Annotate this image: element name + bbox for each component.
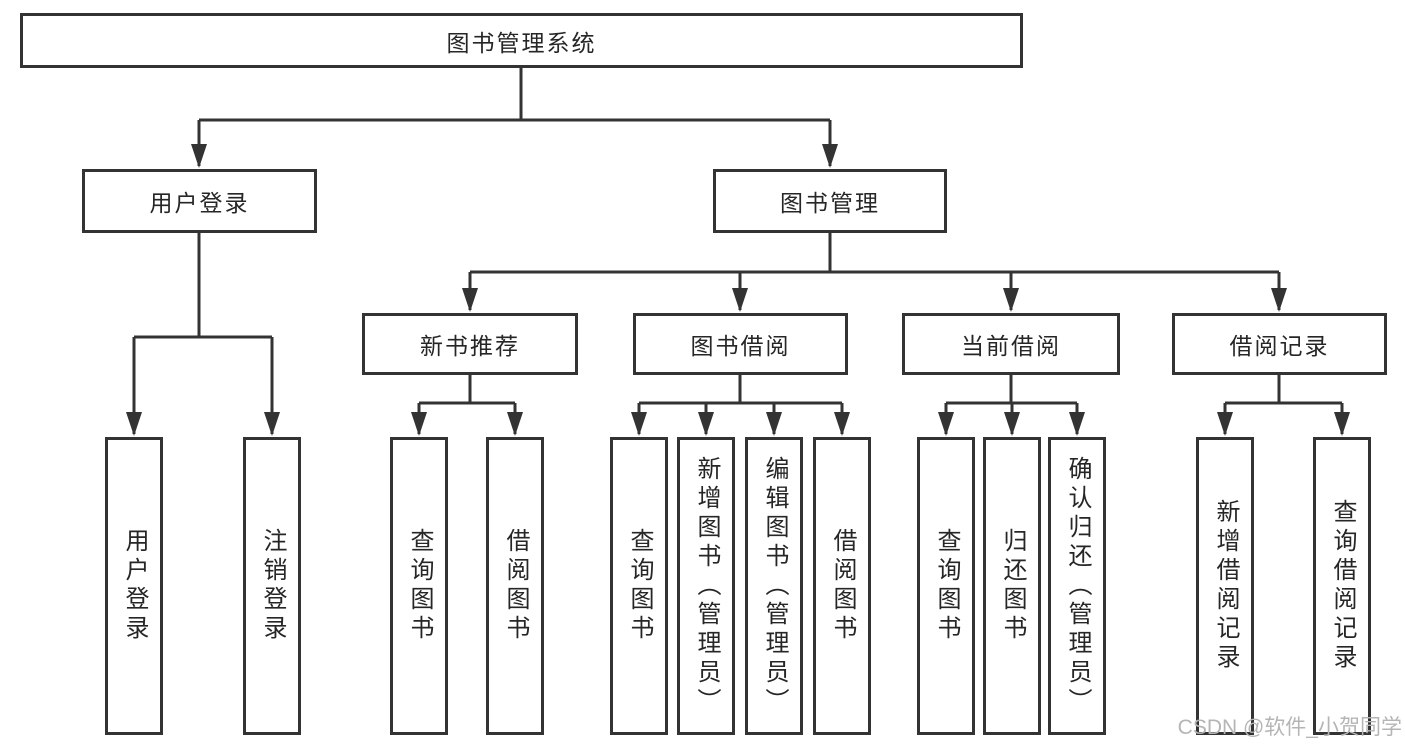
node-book-borrowing: 图书借阅 xyxy=(633,313,848,375)
leaf-query-books-recommend-label: 查询图书 xyxy=(406,528,433,644)
node-new-book-recommend-label: 新书推荐 xyxy=(420,333,520,359)
csdn-watermark: CSDN @软件_小贺同学 xyxy=(1177,716,1402,739)
node-root: 图书管理系统 xyxy=(20,13,1023,68)
leaf-borrow-books-recommend: 借阅图书 xyxy=(486,437,544,735)
leaf-add-books-admin-label: 新增图书（管理员） xyxy=(693,455,720,717)
leaf-logout-login-label: 注销登录 xyxy=(259,528,286,644)
node-user-login: 用户登录 xyxy=(82,169,317,233)
leaf-query-books-current: 查询图书 xyxy=(917,437,975,735)
leaf-user-login-label: 用户登录 xyxy=(121,528,148,644)
leaf-borrow-books-recommend-label: 借阅图书 xyxy=(502,528,529,644)
node-new-book-recommend: 新书推荐 xyxy=(362,313,578,375)
leaf-query-borrow-record-label: 查询借阅记录 xyxy=(1329,499,1356,673)
leaf-borrow-books-borrowing-label: 借阅图书 xyxy=(829,528,856,644)
node-root-label: 图书管理系统 xyxy=(446,29,597,56)
leaf-query-books-current-label: 查询图书 xyxy=(933,528,960,644)
node-user-login-label: 用户登录 xyxy=(149,190,250,216)
leaf-logout-login: 注销登录 xyxy=(243,437,301,735)
leaf-confirm-return-admin: 确认归还（管理员） xyxy=(1048,437,1106,735)
node-book-management: 图书管理 xyxy=(713,169,947,233)
leaf-add-borrow-record: 新增借阅记录 xyxy=(1196,437,1254,735)
leaf-add-borrow-record-label: 新增借阅记录 xyxy=(1212,499,1239,673)
arrowheads xyxy=(126,144,1350,436)
node-current-borrowing: 当前借阅 xyxy=(902,313,1120,375)
leaf-query-books-recommend: 查询图书 xyxy=(390,437,448,735)
node-borrowing-records: 借阅记录 xyxy=(1172,313,1387,375)
leaf-user-login: 用户登录 xyxy=(105,437,163,735)
leaf-edit-books-admin-label: 编辑图书（管理员） xyxy=(761,455,788,717)
node-book-borrowing-label: 图书借阅 xyxy=(690,333,791,359)
leaf-edit-books-admin: 编辑图书（管理员） xyxy=(745,437,803,735)
leaf-query-borrow-record: 查询借阅记录 xyxy=(1313,437,1371,735)
leaf-query-books-borrowing: 查询图书 xyxy=(610,437,668,735)
node-current-borrowing-label: 当前借阅 xyxy=(961,333,1061,359)
node-borrowing-records-label: 借阅记录 xyxy=(1229,333,1330,359)
node-book-management-label: 图书管理 xyxy=(780,190,880,216)
leaf-query-books-borrowing-label: 查询图书 xyxy=(626,528,653,644)
leaf-return-books-label: 归还图书 xyxy=(999,528,1026,644)
leaf-add-books-admin: 新增图书（管理员） xyxy=(677,437,735,735)
leaf-borrow-books-borrowing: 借阅图书 xyxy=(813,437,871,735)
leaf-return-books: 归还图书 xyxy=(983,437,1041,735)
leaf-confirm-return-admin-label: 确认归还（管理员） xyxy=(1064,455,1091,717)
